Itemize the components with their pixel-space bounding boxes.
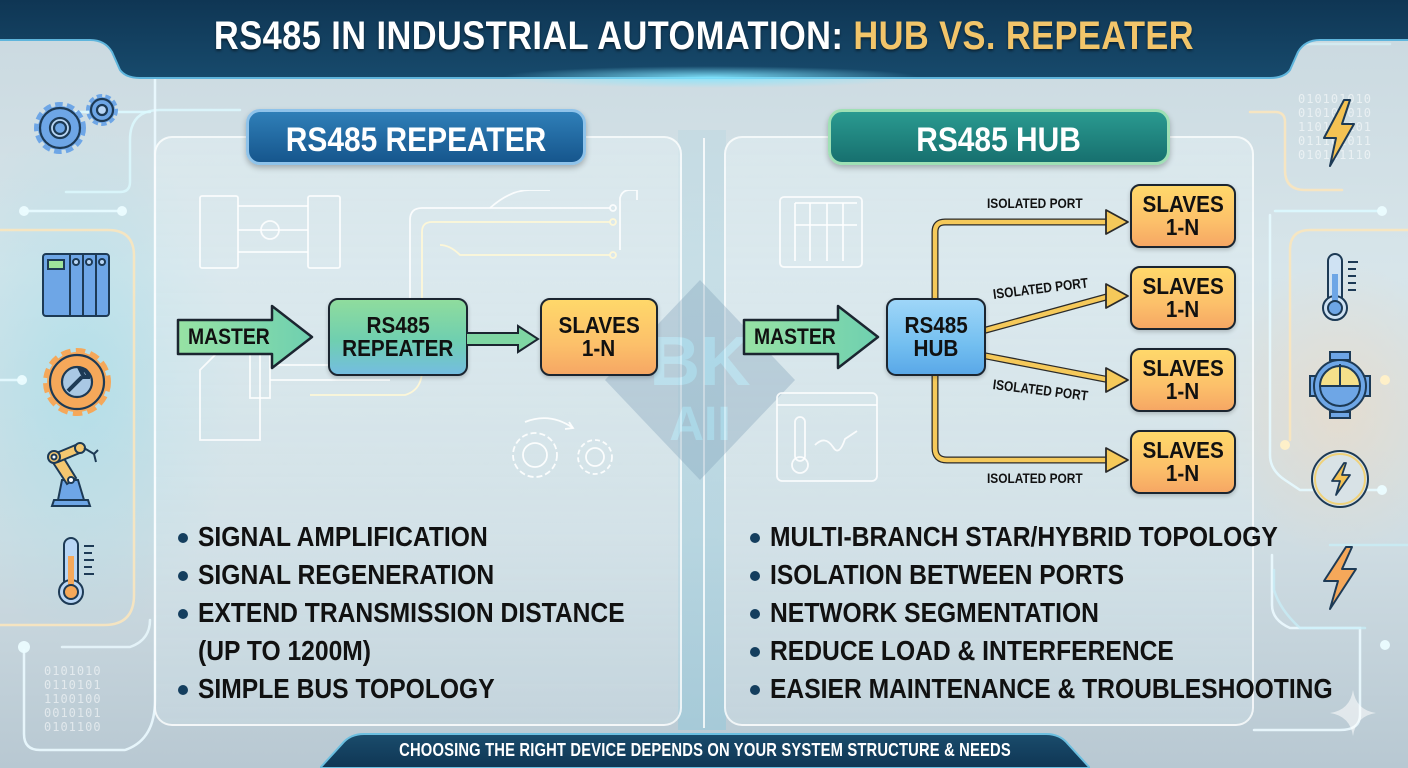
slave-line2: 1-N [1166,460,1200,486]
list-item-continuation: (UP TO 1200M) [198,635,372,666]
hub-device-line2: HUB [913,335,959,361]
slave-line2: 1-N [1166,214,1200,240]
list-item: MULTI-BRANCH STAR/HYBRID TOPOLOGY [746,518,1408,556]
hub-device-line1: RS485 [904,312,968,338]
repeater-to-slave-arrow [466,324,540,354]
binary-decoration-left: 0101010 0110101 1100100 0010101 0101100 [44,664,102,734]
hub-background-illustration [776,196,878,482]
lightning-icon [1323,546,1357,610]
slave-line1: SLAVES [1142,437,1224,463]
port-label-1: ISOLATED PORT [987,195,1083,211]
header-banner: RS485 IN INDUSTRIAL AUTOMATION: HUB VS. … [0,0,1408,88]
slave-line1: SLAVES [558,312,640,338]
hub-slave-box-2: SLAVES 1-N [1130,266,1236,330]
title-main: RS485 IN INDUSTRIAL AUTOMATION: [213,14,854,58]
svg-text:BK: BK [649,322,750,400]
footer-banner: CHOOSING THE RIGHT DEVICE DEPENDS ON YOU… [320,730,1090,768]
lightning-icon [1323,99,1355,167]
thermometer-icon [1322,253,1358,321]
hub-slave-box-3: SLAVES 1-N [1130,348,1236,412]
list-item: EXTEND TRANSMISSION DISTANCE [174,594,683,632]
hub-badge: RS485 HUB [828,109,1170,165]
plc-controller-icon [42,253,110,317]
repeater-device-line2: REPEATER [342,335,454,361]
hub-branch-connectors [931,209,1129,473]
pressure-gauge-icon [1309,351,1371,419]
center-divider-column [678,130,726,730]
wrench-gear-icon [43,348,111,416]
slave-line1: SLAVES [1142,355,1224,381]
repeater-badge-label: RS485 REPEATER [285,121,547,159]
repeater-feature-list: SIGNAL AMPLIFICATION SIGNAL REGENERATION… [174,518,683,708]
hub-feature-list: MULTI-BRANCH STAR/HYBRID TOPOLOGY ISOLAT… [746,518,1408,708]
list-item: SIMPLE BUS TOPOLOGY [174,670,683,708]
footer-shape [320,733,1090,768]
list-item: NETWORK SEGMENTATION [746,594,1408,632]
slave-line1: SLAVES [1142,191,1224,217]
gears-outline-icon [512,417,613,478]
list-item: REDUCE LOAD & INTERFERENCE [746,632,1408,670]
list-item: SIGNAL REGENERATION [174,556,683,594]
repeater-slave-box: SLAVES 1-N [540,298,658,376]
repeater-badge: RS485 REPEATER [246,109,586,165]
hub-slave-box-4: SLAVES 1-N [1130,430,1236,494]
thermometer-icon [58,537,94,605]
lightning-circle-icon [1311,450,1369,508]
title-accent: HUB VS. REPEATER [853,14,1195,58]
list-item: SIGNAL AMPLIFICATION [174,518,683,556]
repeater-device-box: RS485 REPEATER [328,298,468,376]
master-arrow-repeater [176,304,314,370]
list-item: ISOLATION BETWEEN PORTS [746,556,1408,594]
slave-line2: 1-N [1166,378,1200,404]
slave-line2: 1-N [1166,296,1200,322]
sparkle-icon [1330,690,1376,736]
hub-badge-label: RS485 HUB [916,121,1082,159]
port-label-4: ISOLATED PORT [987,470,1083,486]
repeater-device-line1: RS485 [366,312,430,338]
footer-text: CHOOSING THE RIGHT DEVICE DEPENDS ON YOU… [399,740,1011,760]
slave-line2: 1-N [582,335,616,361]
list-item: EASIER MAINTENANCE & TROUBLESHOOTING [746,670,1408,708]
hub-slave-box-1: SLAVES 1-N [1130,184,1236,248]
master-arrow-hub [742,304,880,370]
master-label-hub: MASTER [754,324,836,349]
center-divider-line [703,138,705,728]
hub-device-box: RS485 HUB [886,298,986,376]
gears-icon [34,94,118,154]
robot-arm-icon [47,442,99,507]
svg-text:AII: AII [669,398,730,451]
page-title: RS485 IN INDUSTRIAL AUTOMATION: HUB VS. … [99,14,1310,59]
master-label-repeater: MASTER [188,324,270,349]
header-glow [500,66,920,88]
slave-line1: SLAVES [1142,273,1224,299]
